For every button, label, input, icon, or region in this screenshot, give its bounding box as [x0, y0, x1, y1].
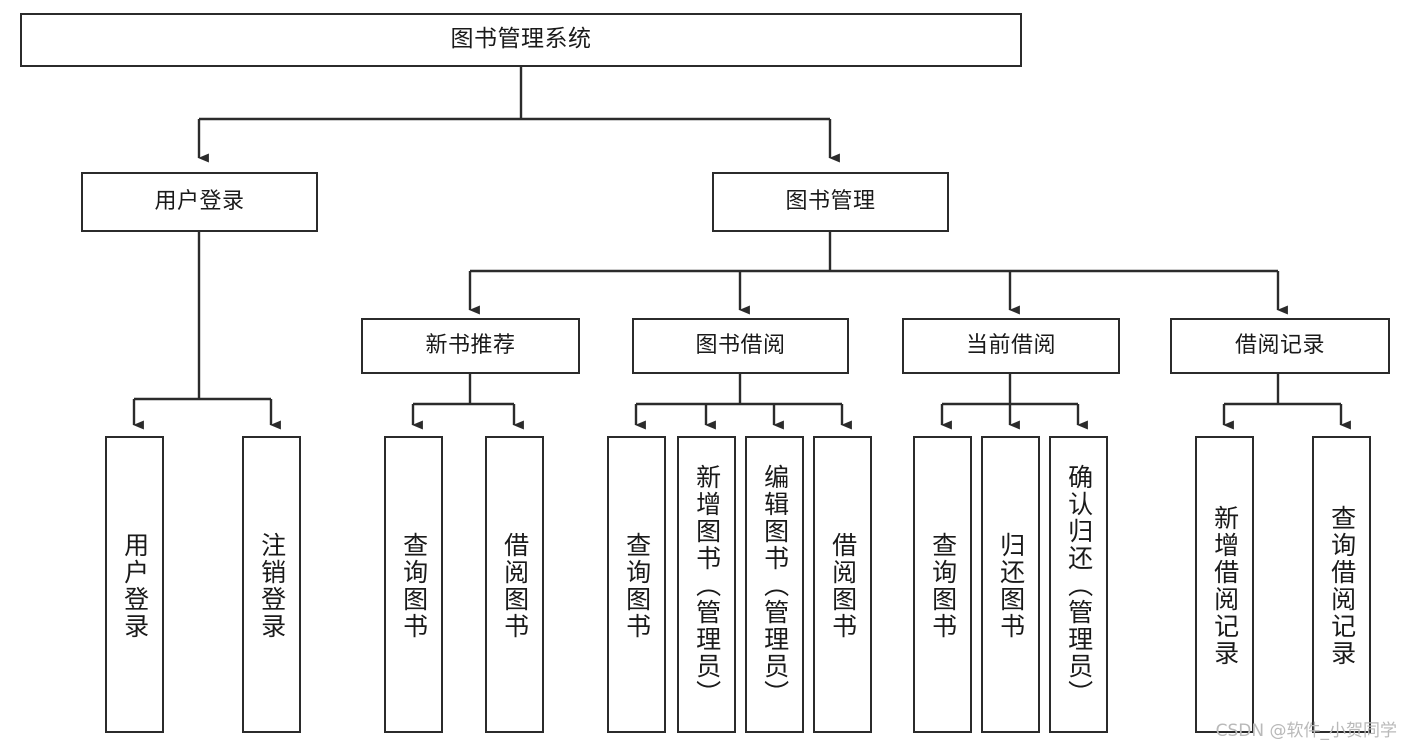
leaf-logout[interactable]: 注销登录 [242, 436, 301, 733]
node-label: 图书管理系统 [450, 26, 592, 53]
leaf-edit-book-admin[interactable]: 编辑图书（管理员） [745, 436, 804, 733]
leaf-borrow-book-borrowing[interactable]: 借阅图书 [813, 436, 872, 733]
leaf-add-borrow-record[interactable]: 新增借阅记录 [1195, 436, 1254, 733]
node-label: 注销登录 [257, 531, 287, 640]
node-label: 查询借阅记录 [1327, 504, 1357, 667]
node-label: 借阅记录 [1234, 333, 1325, 359]
node-label: 图书管理 [785, 189, 876, 215]
node-label: 图书借阅 [695, 333, 786, 359]
node-user-login[interactable]: 用户登录 [81, 172, 318, 232]
node-label: 确认归还（管理员） [1064, 464, 1094, 707]
leaf-user-login[interactable]: 用户登录 [105, 436, 164, 733]
leaf-return-book[interactable]: 归还图书 [981, 436, 1040, 733]
node-label: 用户登录 [120, 531, 150, 640]
leaf-query-book-borrowing[interactable]: 查询图书 [607, 436, 666, 733]
leaf-confirm-return-admin[interactable]: 确认归还（管理员） [1049, 436, 1108, 733]
leaf-add-book-admin[interactable]: 新增图书（管理员） [677, 436, 736, 733]
node-borrow-records[interactable]: 借阅记录 [1170, 318, 1390, 374]
leaf-query-book-new-rec[interactable]: 查询图书 [384, 436, 443, 733]
leaf-query-book-current[interactable]: 查询图书 [913, 436, 972, 733]
node-root-book-management-system[interactable]: 图书管理系统 [20, 13, 1022, 67]
node-label: 编辑图书（管理员） [760, 464, 790, 707]
node-label: 借阅图书 [500, 531, 530, 640]
node-label: 当前借阅 [965, 333, 1056, 359]
node-label: 新增借阅记录 [1210, 504, 1240, 667]
node-book-borrowing[interactable]: 图书借阅 [632, 318, 849, 374]
node-label: 查询图书 [622, 531, 652, 640]
node-label: 新增图书（管理员） [692, 464, 722, 707]
node-label: 借阅图书 [828, 531, 858, 640]
node-new-book-recommendation[interactable]: 新书推荐 [361, 318, 580, 374]
node-label: 用户登录 [154, 189, 245, 215]
node-label: 新书推荐 [425, 333, 516, 359]
node-book-management[interactable]: 图书管理 [712, 172, 949, 232]
node-current-borrowing[interactable]: 当前借阅 [902, 318, 1120, 374]
leaf-borrow-book-new-rec[interactable]: 借阅图书 [485, 436, 544, 733]
leaf-query-borrow-record[interactable]: 查询借阅记录 [1312, 436, 1371, 733]
node-label: 查询图书 [928, 531, 958, 640]
node-label: 归还图书 [996, 531, 1026, 640]
node-label: 查询图书 [399, 531, 429, 640]
